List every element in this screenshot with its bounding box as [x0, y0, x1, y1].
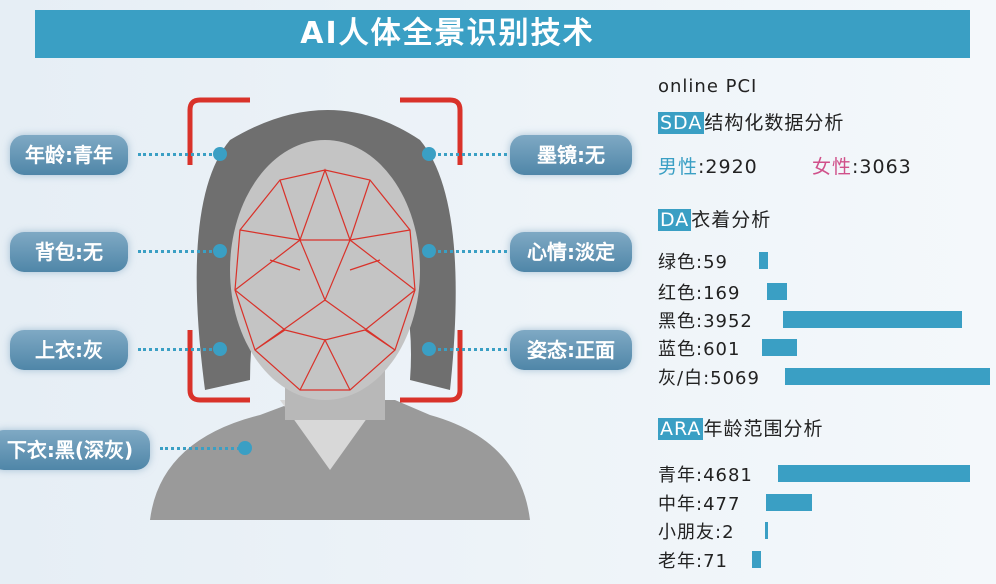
female-label: 女性: [812, 156, 853, 178]
age-label: 中年:477: [658, 494, 741, 515]
clothing-label: 灰/白:5069: [658, 368, 760, 389]
clothing-bar: [762, 339, 797, 356]
age-label: 小朋友:2: [658, 522, 735, 543]
clothing-bar: [767, 283, 787, 300]
pose-label: 姿态:正面: [510, 330, 632, 370]
ara-title: 年龄范围分析: [703, 418, 824, 440]
backpack-label: 背包:无: [10, 232, 128, 272]
connector-dot: [238, 441, 252, 455]
connector: [138, 250, 218, 253]
male-label: 男性: [658, 156, 699, 178]
female-value: :3063: [852, 156, 912, 178]
age-label: 年龄:青年: [10, 135, 128, 175]
sda-title: 结构化数据分析: [704, 112, 845, 134]
clothing-bar: [783, 311, 962, 328]
age-bar: [765, 522, 768, 539]
connector: [138, 153, 218, 156]
connector-dot: [213, 147, 227, 161]
connector: [432, 153, 507, 156]
age-label: 老年:71: [658, 551, 728, 572]
age-bar: [778, 465, 970, 482]
age-bar: [766, 494, 812, 511]
clothing-label: 蓝色:601: [658, 339, 741, 360]
connector-dot: [422, 342, 436, 356]
clothing-label: 黑色:3952: [658, 311, 753, 332]
age-label: 青年:4681: [658, 465, 753, 486]
connector-dot: [422, 147, 436, 161]
da-tag: DA: [658, 209, 692, 231]
clothing-bar: [785, 368, 990, 385]
connector: [160, 447, 240, 450]
connector-dot: [213, 342, 227, 356]
top-clothing-label: 上衣:灰: [10, 330, 128, 370]
male-value: :2920: [698, 156, 758, 178]
clothing-bar: [759, 252, 768, 269]
connector-dot: [213, 244, 227, 258]
clothing-label: 绿色:59: [658, 252, 728, 273]
sda-tag: SDA: [658, 112, 705, 134]
connector: [138, 348, 218, 351]
age-bar: [752, 551, 761, 568]
connector-dot: [422, 244, 436, 258]
mood-label: 心情:淡定: [510, 232, 632, 272]
page-title: AI人体全景识别技术: [35, 10, 970, 58]
bottom-clothing-label: 下衣:黑(深灰): [0, 430, 150, 470]
clothing-label: 红色:169: [658, 283, 741, 304]
da-title: 衣着分析: [691, 209, 772, 231]
connector: [432, 250, 507, 253]
online-pci: online PCI: [658, 76, 758, 97]
ara-tag: ARA: [658, 418, 704, 440]
face-mesh: [234, 168, 416, 391]
sunglasses-label: 墨镜:无: [510, 135, 632, 175]
detection-brackets: [187, 97, 463, 403]
connector: [432, 348, 507, 351]
